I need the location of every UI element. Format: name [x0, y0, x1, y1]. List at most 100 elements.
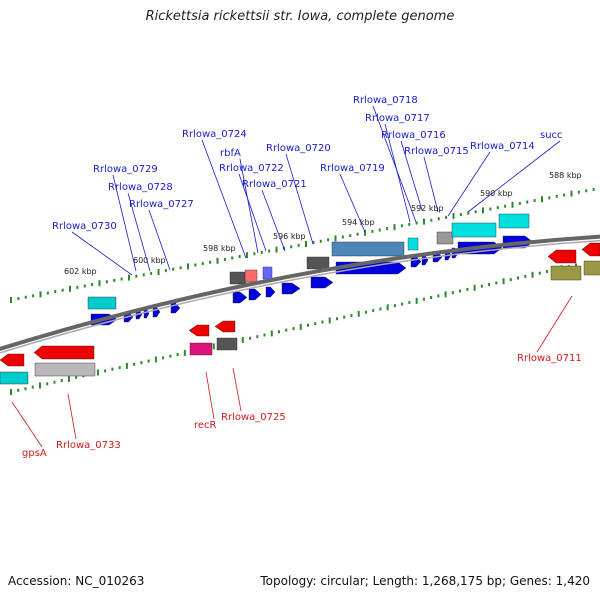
- gc-tick: [111, 367, 114, 371]
- label-leader-line: [67, 393, 77, 440]
- gc-tick: [292, 327, 295, 330]
- gc-tick: [415, 221, 418, 225]
- gc-tick: [408, 300, 411, 304]
- label-leader-line: [467, 140, 561, 213]
- gc-tick: [533, 199, 536, 203]
- forward-gene-arrow: [232, 291, 248, 304]
- scale-tick-label: 590 kbp: [480, 189, 513, 198]
- gc-tick: [17, 388, 20, 392]
- gc-tick: [133, 362, 136, 366]
- label-leader-line: [127, 192, 151, 272]
- label-leader-line: [112, 174, 137, 272]
- gc-tick: [350, 313, 353, 317]
- gc-tick: [430, 296, 433, 300]
- gc-tick: [386, 304, 389, 311]
- gc-tick: [437, 294, 440, 298]
- gc-tick: [379, 307, 382, 311]
- gc-tick: [400, 224, 403, 228]
- label-leader-line: [447, 151, 491, 217]
- label-leader-line: [423, 156, 439, 213]
- label-leader-line: [11, 401, 43, 448]
- gc-tick: [466, 287, 469, 291]
- gc-tick: [570, 190, 573, 197]
- scale-tick-label: 596 kbp: [273, 232, 306, 241]
- gc-tick: [113, 278, 116, 282]
- gc-tick: [502, 278, 505, 285]
- gc-tick: [246, 252, 248, 259]
- gc-skew-dots: [10, 187, 595, 395]
- gene-block: [550, 265, 582, 281]
- gc-tick: [150, 271, 153, 275]
- gc-tick: [278, 330, 281, 334]
- gc-tick: [105, 280, 108, 284]
- gene-block: [87, 296, 117, 310]
- gc-tick: [437, 217, 440, 221]
- gc-tick: [349, 234, 352, 238]
- label-leader-line: [400, 140, 423, 211]
- gene-label-top: Rrlowa_0729: [93, 164, 158, 175]
- gc-tick: [517, 276, 520, 280]
- accession-text: Accession: NC_010263: [8, 574, 145, 588]
- gc-tick: [179, 266, 182, 270]
- gc-tick: [518, 201, 521, 205]
- gene-block: [262, 266, 273, 280]
- gc-tick: [128, 274, 130, 281]
- gc-tick: [241, 336, 244, 343]
- gene-label-top: Rrlowa_0721: [242, 179, 307, 190]
- label-leader-line: [384, 123, 411, 223]
- gc-tick: [39, 291, 42, 298]
- gc-tick: [10, 389, 12, 395]
- gc-tick: [341, 235, 344, 239]
- gene-label-top: Rrlowa_0716: [381, 130, 446, 141]
- gc-tick: [555, 194, 558, 198]
- gene-label-bottom: Rrlowa_0725: [221, 412, 286, 423]
- gc-tick: [96, 369, 99, 376]
- gc-tick: [422, 297, 425, 301]
- gc-tick: [496, 206, 499, 210]
- gc-tick: [120, 277, 123, 281]
- gc-tick: [24, 295, 27, 299]
- gene-label-top: Rrlowa_0728: [108, 182, 173, 193]
- label-leader-line: [261, 189, 286, 252]
- gc-tick: [142, 273, 145, 277]
- gene-label-top: Rrlowa_0715: [404, 146, 469, 157]
- gc-tick: [253, 252, 256, 256]
- scale-tick-label: 594 kbp: [342, 218, 375, 227]
- label-leader-line: [205, 371, 215, 420]
- gc-tick: [164, 269, 167, 273]
- gc-tick: [401, 302, 404, 306]
- gc-tick: [216, 257, 219, 264]
- gene-label-top: Rrlowa_0718: [353, 95, 418, 106]
- gc-tick: [83, 284, 86, 288]
- gene-label-top: Rrlowa_0727: [129, 199, 194, 210]
- label-leaders: [11, 105, 573, 448]
- gene-block: [436, 231, 454, 245]
- gc-tick: [297, 243, 300, 247]
- gc-tick: [201, 262, 204, 266]
- gene-block: [34, 362, 96, 377]
- gc-tick: [76, 285, 79, 289]
- gc-tick: [563, 193, 566, 197]
- gc-tick: [46, 382, 49, 386]
- gc-tick: [147, 359, 150, 363]
- reverse-gene-arrow: [188, 324, 210, 337]
- gc-tick: [393, 304, 396, 308]
- gc-tick: [357, 310, 360, 317]
- gc-tick: [275, 246, 278, 253]
- gc-tick: [24, 387, 27, 391]
- gc-tick: [386, 227, 389, 231]
- gc-tick: [372, 309, 375, 313]
- reverse-gene-arrow: [581, 242, 600, 257]
- gc-tick: [474, 210, 477, 214]
- gc-tick: [592, 187, 595, 191]
- reverse-gene-arrow: [547, 249, 577, 264]
- gc-tick: [154, 356, 157, 363]
- label-leader-line: [238, 173, 267, 252]
- gc-tick: [480, 284, 483, 288]
- gene-labels: Rrlowa_0718Rrlowa_0717Rrlowa_0716Rrlowa_…: [22, 95, 582, 459]
- gc-tick: [452, 213, 455, 219]
- gene-label-top: Rrlowa_0720: [266, 143, 331, 154]
- gc-tick: [335, 317, 338, 321]
- gc-tick: [459, 289, 462, 293]
